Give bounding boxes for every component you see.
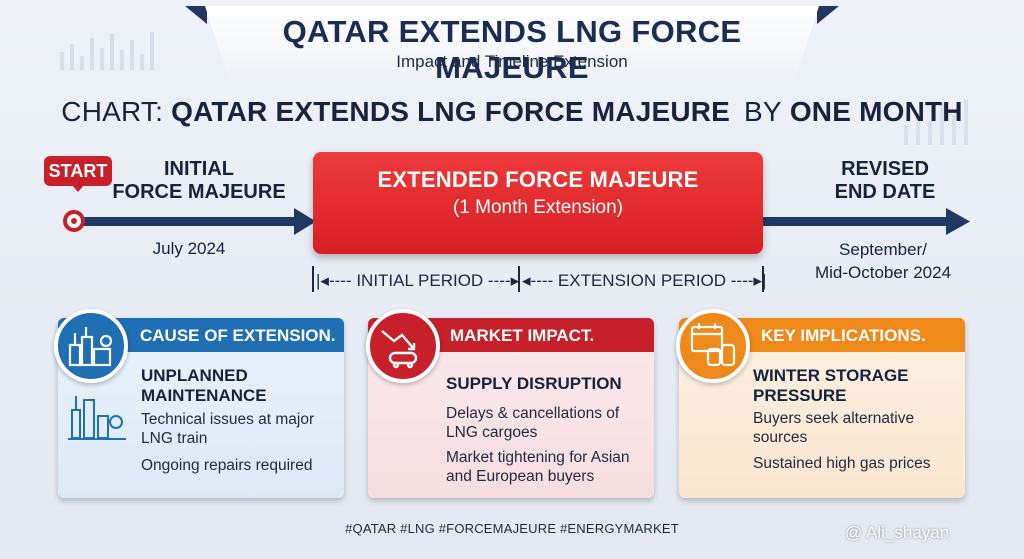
chart-heading-bold2: ONE MONTH — [789, 96, 963, 127]
watermark: @ Ali_shayan — [845, 523, 950, 542]
card-cause-sub-line1: UNPLANNED — [141, 366, 248, 385]
revised-end-date-label: REVISED END DATE — [800, 158, 970, 204]
banner-ribbon-left — [185, 6, 207, 24]
card-cause-point1: Technical issues at major LNG train — [141, 410, 314, 448]
card-cause-point1-b: LNG train — [141, 430, 208, 447]
chart-heading-bold1: QATAR EXTENDS LNG FORCE MAJEURE — [171, 96, 731, 127]
hashtags: #QATAR #LNG #FORCEMAJEURE #ENERGYMARKET — [345, 521, 679, 536]
card-implications-sub-line2: PRESSURE — [753, 386, 847, 405]
revised-date-line2: Mid-October 2024 — [814, 263, 952, 282]
card-market-point1-a: Delays & cancellations of — [446, 405, 620, 422]
card-cause-point1-a: Technical issues at major — [141, 411, 315, 428]
initial-force-majeure-label: INITIAL FORCE MAJEURE — [110, 158, 288, 204]
extended-title: EXTENDED FORCE MAJEURE — [377, 167, 699, 192]
card-implications-point1-b: sources — [753, 429, 808, 446]
refinery-outline-icon — [68, 396, 126, 440]
card-cause-sub-line2: MAINTENANCE — [141, 386, 267, 405]
falling-arrow-tanker-icon — [366, 309, 440, 383]
initial-label-line1: INITIAL — [164, 158, 234, 180]
card-implications-sub-line1: WINTER STORAGE — [753, 366, 909, 385]
timeline-revised-line — [763, 217, 949, 226]
factory-icon — [54, 309, 128, 383]
initial-date: July 2024 — [152, 239, 226, 258]
card-cause-point2: Ongoing repairs required — [141, 457, 313, 474]
revised-label-line2: END DATE — [834, 181, 936, 203]
timeline-graphic — [63, 208, 970, 292]
timeline-revised-arrow — [946, 208, 970, 235]
page-title: QATAR EXTENDS LNG FORCE MAJEURE — [282, 14, 742, 85]
title-banner — [205, 6, 819, 82]
card-implications-point1-a: Buyers seek alternative — [753, 410, 915, 427]
background-bars-left — [60, 32, 154, 70]
timeline-initial-arrow — [294, 208, 316, 235]
card-implications-point2: Sustained high gas prices — [753, 455, 931, 472]
card-implications-point1: Buyers seek alternative sources — [753, 409, 914, 447]
background-bars-right — [904, 99, 968, 145]
revised-label-line1: REVISED — [841, 158, 929, 180]
banner-ribbon-right — [817, 6, 839, 24]
revised-date: September/ Mid-October 2024 — [790, 238, 976, 284]
initial-label-line2: FORCE MAJEURE — [112, 181, 286, 203]
start-badge: START — [44, 156, 112, 192]
card-market-point2-a: Market tightening for Asian — [446, 449, 630, 466]
timeline-initial-line — [74, 217, 296, 226]
card-market-point1: Delays & cancellations of LNG cargoes — [446, 404, 619, 442]
card-market-point2-b: and European buyers — [446, 468, 595, 485]
card-cause-subheading: UNPLANNED MAINTENANCE — [141, 366, 267, 406]
card-implications-subheading: WINTER STORAGE PRESSURE — [753, 366, 909, 406]
chart-heading: CHART:QATAR EXTENDS LNG FORCE MAJEURE BY… — [0, 96, 1024, 128]
card-market-point1-b: LNG cargoes — [446, 424, 538, 441]
card-market-point2: Market tightening for Asian and European… — [446, 448, 630, 486]
card-market-subheading: SUPPLY DISRUPTION — [446, 374, 622, 393]
chart-heading-prefix: CHART: — [61, 96, 164, 127]
initial-period-label: |◂---- INITIAL PERIOD ----▸ — [316, 271, 520, 290]
extension-period-label: ◂---- EXTENSION PERIOD ----▸| — [522, 271, 767, 290]
calendar-storage-tanks-icon — [676, 309, 750, 383]
revised-date-line1: September/ — [839, 240, 927, 259]
page-subtitle: Impact and Timeline Extension — [396, 52, 628, 71]
chart-heading-mid: BY — [744, 96, 782, 127]
extended-force-majeure-box — [313, 152, 763, 254]
extended-subtitle: (1 Month Extension) — [452, 197, 624, 218]
